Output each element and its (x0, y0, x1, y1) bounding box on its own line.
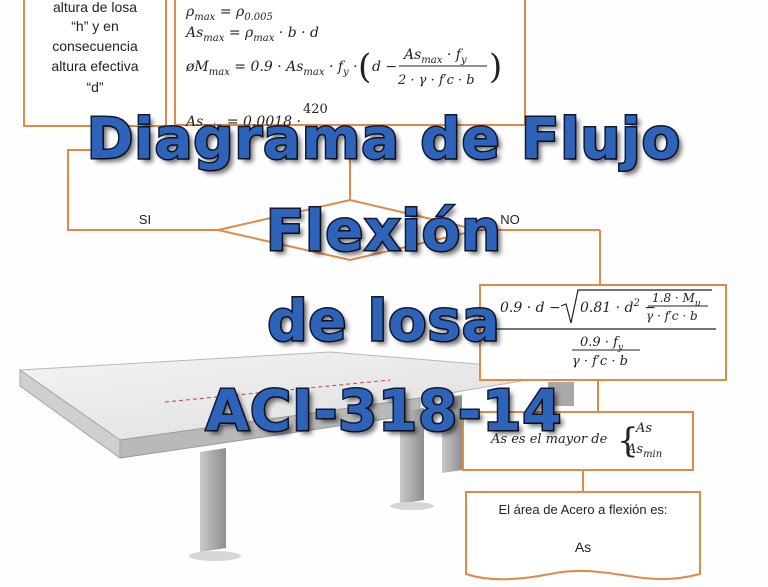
left-box-line: altura efectiva (51, 58, 138, 74)
as-formula-box: 0.9 · d − 0.81 · d2 − 1.8 · Mu γ · f′c ·… (479, 284, 727, 381)
greater-of-text: As es el mayor de (490, 432, 608, 447)
left-box-line: “h” y en (71, 18, 118, 34)
left-box-line: “d” (86, 79, 103, 95)
as-numerator-left: 0.9 · d − (500, 300, 561, 316)
no-label: NO (500, 212, 520, 227)
connector-lines (67, 125, 601, 492)
sqrt-frac-num: 1.8 · Mu (652, 291, 701, 309)
brace-symbol: { (617, 421, 639, 461)
title-line-1: Diagrama de Flujo (85, 107, 682, 172)
moment-frac-num: Asmax · fy (402, 47, 467, 66)
close-paren: ) (489, 47, 502, 87)
open-paren: ( (358, 47, 371, 87)
result-value: As (575, 539, 591, 555)
title-line-4: ACI-318-14 (204, 379, 563, 444)
left-box-line: consecuencia (52, 38, 138, 54)
svg-text:d −: d − (372, 59, 397, 75)
slab-illustration (18, 351, 576, 561)
gray-square-icon (548, 382, 574, 406)
yes-label: SI (139, 212, 151, 227)
moment-frac-den: 2 · γ · f′c · b (397, 73, 475, 88)
greater-option-as: As (635, 421, 652, 436)
decision-diamond: SI NO (139, 198, 520, 262)
title-line-3: de losa (266, 289, 501, 354)
result-title: El área de Acero a flexión es: (498, 502, 667, 517)
as-denominator-num: 0.9 · fy (580, 335, 624, 353)
effective-depth-box: altura de losa “h” y en consecuencia alt… (23, 0, 167, 127)
title-line-2: Flexión (264, 199, 503, 264)
greater-of-box: As es el mayor de { As Asmin (462, 411, 694, 471)
result-box: El área de Acero a flexión es: As (465, 491, 701, 581)
sqrt-frac-den: γ · f′c · b (646, 309, 698, 323)
left-box-line: altura de losa (53, 0, 137, 15)
sqrt-sign (560, 289, 712, 324)
svg-text:420: 420 (303, 102, 328, 117)
as-denominator-den: γ · f′c · b (572, 354, 628, 369)
max-steel-box: ρmax = ρ0.005 Asmax = ρmax · b · d øMmax… (174, 0, 526, 133)
